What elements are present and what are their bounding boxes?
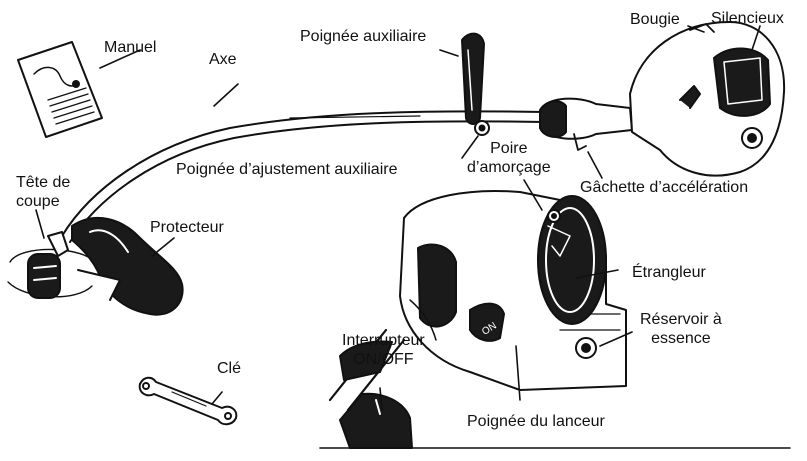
label-etrangleur: Étrangleur [632, 263, 706, 282]
rear-grip-icon [540, 99, 632, 150]
label-interrupteur: Interrupteur ON/OFF [342, 331, 425, 369]
label-protecteur: Protecteur [150, 218, 224, 237]
label-tete-de-coupe: Tête de coupe [16, 173, 70, 211]
label-poignee-auxiliaire: Poignée auxiliaire [300, 27, 426, 46]
label-reservoir: Réservoir à essence [640, 310, 722, 348]
wrench-icon [140, 378, 237, 425]
starter-cover-icon [538, 196, 606, 324]
label-poignee-ajustement: Poignée d’ajustement auxiliaire [176, 160, 397, 179]
manual-icon [18, 42, 102, 137]
auxiliary-handle-icon [462, 34, 489, 135]
upper-engine-icon [630, 22, 784, 176]
label-bougie: Bougie [630, 10, 680, 29]
label-silencieux: Silencieux [711, 9, 784, 28]
label-poignee-lanceur: Poignée du lanceur [467, 412, 605, 431]
label-manuel: Manuel [104, 38, 156, 57]
label-axe: Axe [209, 50, 237, 69]
label-gachette: Gâchette d’accélération [580, 178, 748, 197]
label-poire-amorcage: Poire d’amorçage [467, 139, 551, 177]
label-cle: Clé [217, 359, 241, 378]
